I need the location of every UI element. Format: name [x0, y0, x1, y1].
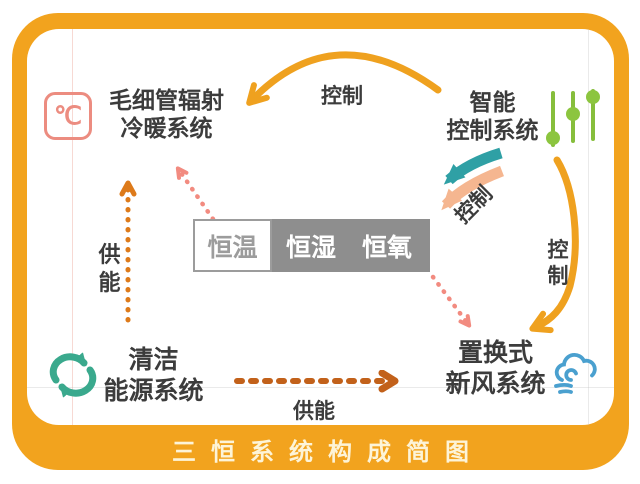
label-supply-left: 供能: [98, 242, 121, 295]
node-smart-line2: 控制系统: [446, 117, 539, 143]
label-supply-bottom: 供能: [293, 400, 335, 423]
node-capillary-line1: 毛细管辐射: [109, 87, 224, 113]
node-smart-line1: 智能: [469, 89, 516, 115]
three-constant-bar: 恒温 恒湿 恒氧: [193, 219, 430, 272]
faint-gridline-vertical-right: [588, 29, 589, 425]
faint-gridline-horizontal: [27, 387, 614, 388]
node-fresh-line2: 新风系统: [445, 370, 546, 398]
bar-label-heng-yang: 恒氧: [362, 233, 413, 262]
faint-gridline-vertical-left: [72, 29, 73, 425]
node-clean-energy-system: 清洁 能源系统: [81, 345, 226, 407]
node-smart-control-system: 智能 控制系统: [430, 88, 555, 144]
bar-label-heng-wen: 恒温: [207, 233, 258, 262]
page-title: 三恒系统构成简图: [172, 439, 484, 466]
label-control-top: 控制: [321, 85, 363, 108]
temperature-icon: ℃: [44, 92, 92, 140]
node-clean-line2: 能源系统: [103, 377, 204, 405]
sliders-icon: [546, 89, 600, 147]
bar-segment-humidity-oxygen: 恒湿 恒氧: [272, 219, 430, 272]
bar-segment-constant-temperature: 恒温: [193, 219, 272, 272]
temperature-icon-glyph: ℃: [53, 102, 83, 130]
wind-cloud-icon: [554, 353, 597, 394]
node-capillary-line2: 冷暖系统: [120, 115, 213, 141]
node-fresh-air-system: 置换式 新风系统: [423, 338, 568, 400]
node-clean-line1: 清洁: [128, 346, 179, 374]
bar-label-heng-shi: 恒湿: [286, 233, 337, 262]
label-control-right: 控制: [547, 239, 569, 288]
recycle-icon: [49, 352, 97, 398]
node-fresh-line1: 置换式: [457, 339, 533, 367]
node-capillary-system: 毛细管辐射 冷暖系统: [94, 86, 239, 142]
